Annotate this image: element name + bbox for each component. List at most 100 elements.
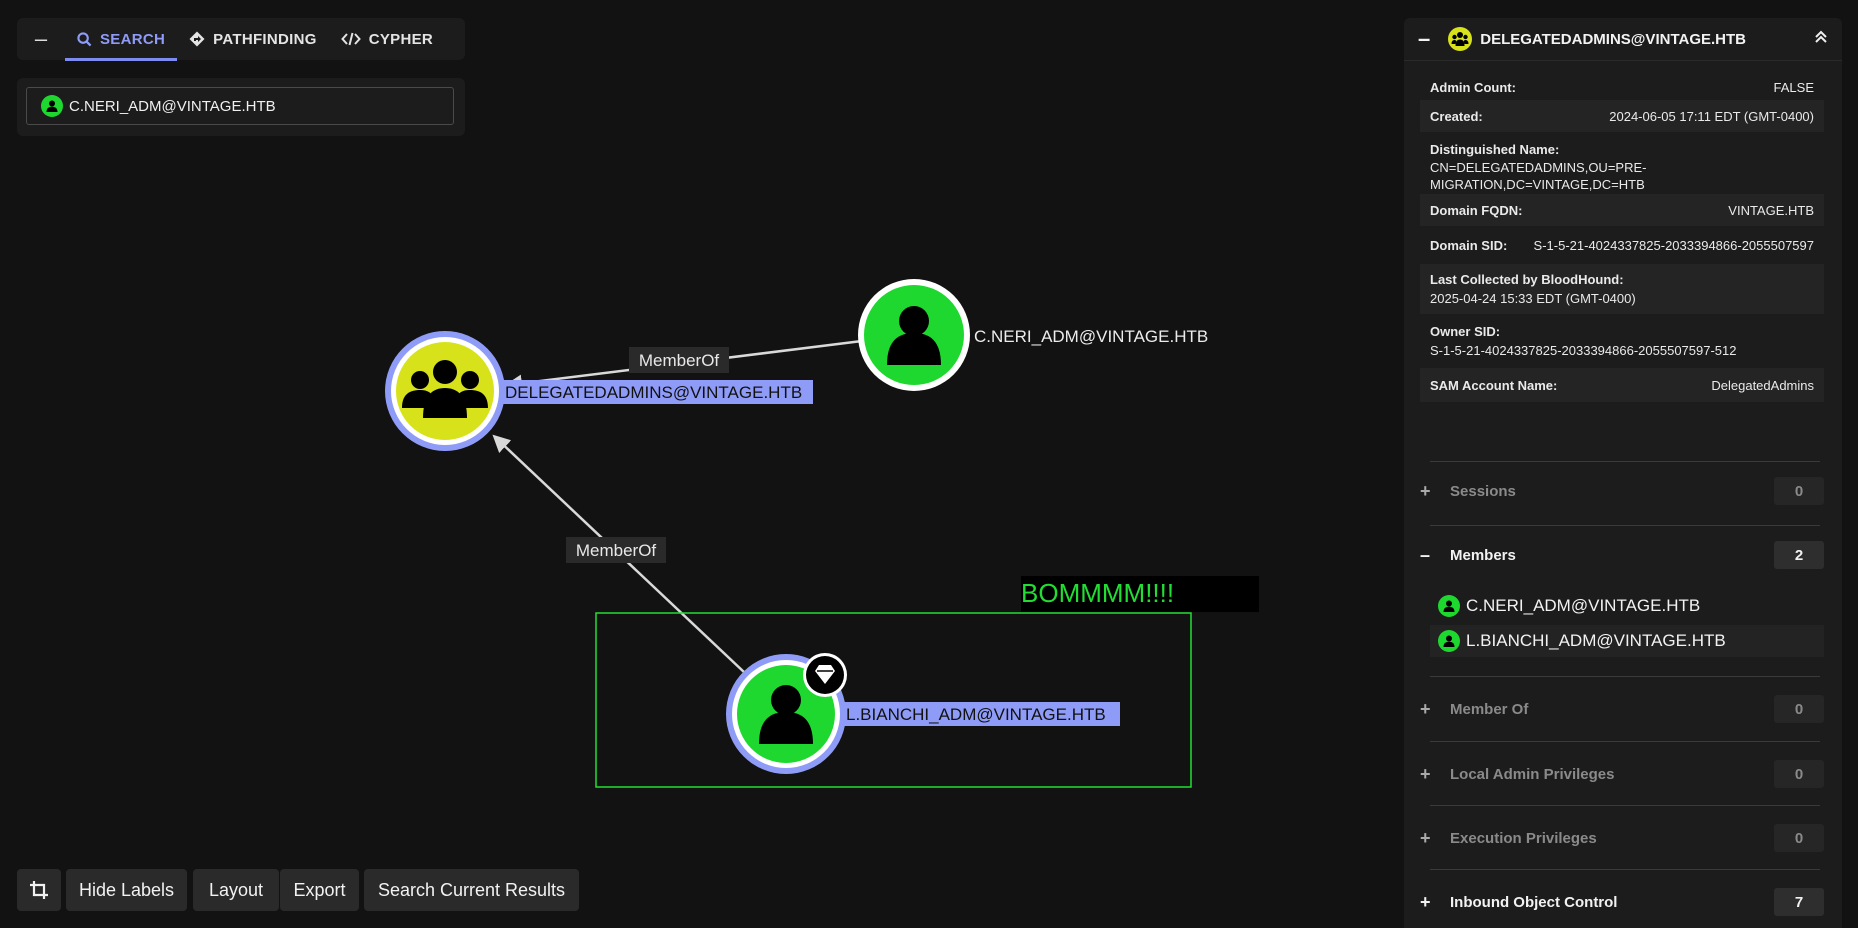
section-execution-privileges[interactable]: + Execution Privileges 0 — [1420, 823, 1824, 853]
member-name: L.BIANCHI_ADM@VINTAGE.HTB — [1466, 631, 1726, 650]
section-count: 0 — [1774, 695, 1824, 723]
section-label: Local Admin Privileges — [1450, 765, 1615, 783]
edge-label-bg — [629, 347, 729, 373]
prop-value: 2024-06-05 17:11 EDT (GMT-0400) — [1609, 108, 1814, 124]
section-member-of[interactable]: + Member Of 0 — [1420, 694, 1824, 724]
prop-value: FALSE — [1773, 79, 1814, 95]
node-label-c-neri-adm: C.NERI_ADM@VINTAGE.HTB — [974, 327, 1208, 346]
divider — [1430, 869, 1820, 870]
divider — [1430, 741, 1820, 742]
tab-label: SEARCH — [100, 30, 166, 48]
divider — [1430, 525, 1820, 526]
export-button[interactable]: Export — [280, 869, 359, 911]
section-local-admin-privileges[interactable]: + Local Admin Privileges 0 — [1420, 759, 1824, 789]
user-icon — [41, 95, 63, 117]
search-input[interactable]: C.NERI_ADM@VINTAGE.HTB — [26, 87, 454, 125]
tab-cypher[interactable]: CYPHER — [329, 18, 445, 60]
divider — [1430, 461, 1820, 462]
graph-canvas[interactable]: MemberOf MemberOf DELEGATEDADMINS@VINTAG… — [0, 0, 1400, 928]
layout-button[interactable]: Layout — [193, 869, 279, 911]
edge-label-memberof: MemberOf — [576, 541, 657, 560]
search-tab-bar: – SEARCH PATHFINDING CYPHER — [17, 18, 465, 61]
collapse-icon: – — [1420, 544, 1431, 565]
divider — [1430, 805, 1820, 806]
node-label-delegatedadmins: DELEGATEDADMINS@VINTAGE.HTB — [505, 383, 802, 402]
prop-admin-count: Admin Count:FALSE — [1420, 74, 1824, 100]
tab-pathfinding[interactable]: PATHFINDING — [177, 18, 329, 60]
node-c-neri-adm[interactable] — [858, 279, 970, 391]
search-icon — [77, 31, 92, 47]
section-label: Sessions — [1450, 482, 1516, 500]
prop-key: Owner SID: — [1430, 324, 1501, 339]
prop-value: VINTAGE.HTB — [1728, 202, 1814, 218]
expand-icon: + — [1420, 480, 1431, 501]
annotation-frame — [595, 612, 1192, 788]
node-delegatedadmins[interactable] — [385, 331, 505, 451]
hide-labels-button[interactable]: Hide Labels — [66, 869, 187, 911]
section-label: Execution Privileges — [1450, 829, 1597, 847]
prop-created: Created: 2024-06-05 17:11 EDT (GMT-0400) — [1420, 100, 1824, 132]
pathfinding-icon — [189, 31, 205, 47]
annotation-text: BOMMMM!!!! — [1021, 578, 1174, 608]
section-label: Member Of — [1450, 700, 1529, 718]
prop-value: 2025-04-24 15:33 EDT (GMT-0400) — [1430, 291, 1636, 306]
expand-icon: + — [1420, 763, 1431, 784]
crop-icon — [30, 881, 48, 899]
section-label: Members — [1450, 546, 1516, 564]
section-inbound-object-control[interactable]: + Inbound Object Control 7 — [1420, 887, 1824, 917]
entity-header: – DELEGATEDADMINS@VINTAGE.HTB — [1404, 18, 1842, 61]
prop-key: Domain FQDN: — [1430, 202, 1523, 218]
prop-value: DelegatedAdmins — [1711, 377, 1814, 393]
expand-icon: + — [1420, 698, 1431, 719]
collapse-panel-button[interactable]: – — [1418, 26, 1431, 51]
section-count: 2 — [1774, 541, 1824, 569]
member-list-item[interactable]: L.BIANCHI_ADM@VINTAGE.HTB — [1430, 625, 1824, 657]
search-current-results-button[interactable]: Search Current Results — [364, 869, 579, 911]
node-label-highlight — [503, 380, 813, 404]
entity-title: DELEGATEDADMINS@VINTAGE.HTB — [1480, 30, 1746, 48]
expand-icon: + — [1420, 891, 1431, 912]
tab-label: CYPHER — [368, 30, 434, 48]
edge-label-memberof: MemberOf — [639, 351, 720, 370]
prop-value: CN=DELEGATEDADMINS,OU=PRE- — [1430, 160, 1647, 175]
prop-last-collected: Last Collected by BloodHound: 2025-04-24… — [1420, 264, 1824, 314]
chevron-double-up-icon[interactable] — [1814, 30, 1828, 48]
divider — [1430, 676, 1820, 677]
prop-key: Distinguished Name: — [1430, 142, 1560, 157]
prop-key: SAM Account Name: — [1430, 377, 1558, 393]
member-name: C.NERI_ADM@VINTAGE.HTB — [1466, 596, 1701, 615]
member-list-item[interactable]: C.NERI_ADM@VINTAGE.HTB — [1430, 590, 1824, 622]
prop-key: Created: — [1430, 108, 1483, 124]
prop-distinguished-name: Distinguished Name: CN=DELEGATEDADMINS,O… — [1420, 132, 1824, 192]
section-label: Inbound Object Control — [1450, 893, 1618, 911]
entity-info-panel: – DELEGATEDADMINS@VINTAGE.HTB Admin Coun… — [1404, 18, 1842, 928]
group-icon — [402, 360, 488, 418]
prop-value: MIGRATION,DC=VINTAGE,DC=HTB — [1430, 177, 1645, 192]
prop-value: S-1-5-21-4024337825-2033394866-205550759… — [1533, 237, 1814, 253]
tier-zero-gem-icon — [803, 653, 847, 697]
tab-search[interactable]: SEARCH — [65, 18, 178, 61]
crop-button[interactable] — [17, 869, 61, 911]
edge-label-bg — [566, 537, 666, 563]
user-icon — [1438, 630, 1460, 652]
code-icon — [340, 31, 361, 47]
node-label-l-bianchi-adm: L.BIANCHI_ADM@VINTAGE.HTB — [846, 705, 1106, 724]
node-label-highlight — [844, 702, 1120, 726]
expand-icon: + — [1420, 827, 1431, 848]
collapse-button[interactable]: – — [34, 26, 48, 51]
section-count: 0 — [1774, 760, 1824, 788]
prop-value: S-1-5-21-4024337825-2033394866-205550759… — [1430, 343, 1737, 358]
annotation-box — [1021, 576, 1259, 612]
prop-key: Last Collected by BloodHound: — [1430, 272, 1624, 287]
search-panel: C.NERI_ADM@VINTAGE.HTB — [17, 78, 465, 136]
search-input-value: C.NERI_ADM@VINTAGE.HTB — [69, 97, 276, 115]
section-count: 0 — [1774, 824, 1824, 852]
user-icon — [1438, 595, 1460, 617]
section-sessions[interactable]: + Sessions 0 — [1420, 476, 1824, 506]
prop-owner-sid: Owner SID: S-1-5-21-4024337825-203339486… — [1420, 316, 1824, 366]
prop-sam-account-name: SAM Account Name: DelegatedAdmins — [1420, 368, 1824, 402]
prop-key: Domain SID: — [1430, 237, 1508, 253]
tab-label: PATHFINDING — [213, 30, 317, 48]
section-members[interactable]: – Members 2 — [1420, 540, 1824, 570]
group-icon — [1448, 27, 1473, 51]
